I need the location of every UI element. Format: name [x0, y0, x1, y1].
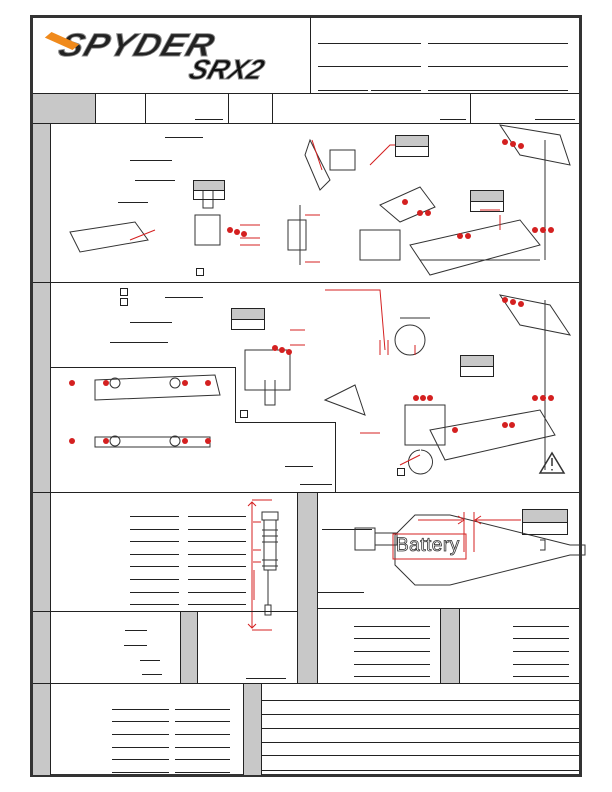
sheet-frame	[30, 15, 582, 777]
battery-label: Battery	[396, 535, 460, 557]
